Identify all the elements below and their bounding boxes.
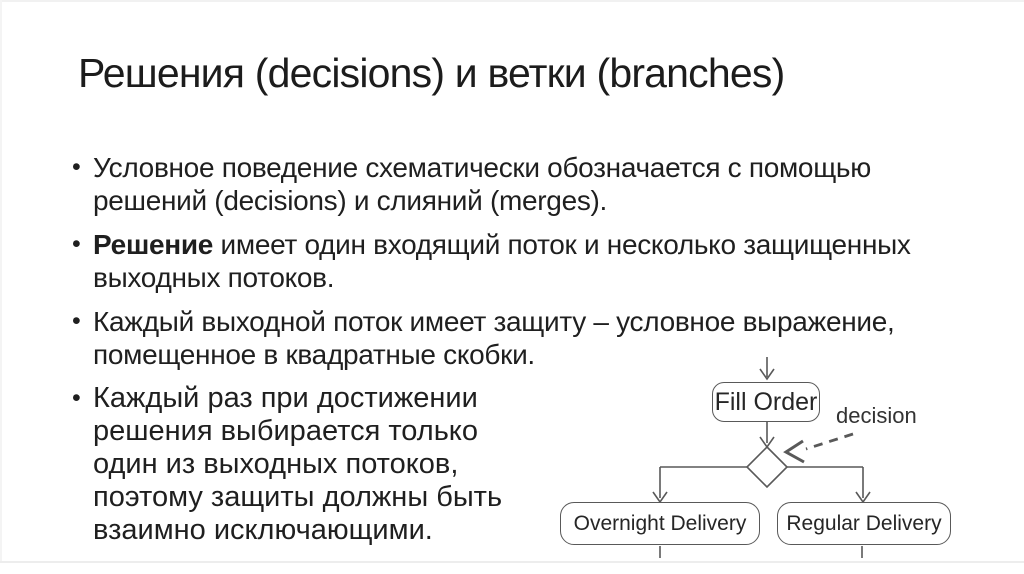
bullet-text: Условное поведение схематически обознача… <box>93 151 871 217</box>
bullet-marker: • <box>72 384 81 412</box>
bullet-line: Условное поведение схематически обознача… <box>93 152 871 183</box>
annotation-arrow <box>783 432 854 464</box>
bullet-line: решений (decisions) и слияний (merges). <box>93 185 608 216</box>
bullet-line: Решение имеет один входящий поток и неск… <box>93 228 911 261</box>
bullet-text: Решение имеет один входящий поток и неск… <box>93 228 911 294</box>
bullet-line: решения выбирается только <box>93 415 478 447</box>
annotation-arrowhead <box>783 439 805 464</box>
diagram-strokes <box>652 357 871 558</box>
bullet-list: • Условное поведение схематически обозна… <box>72 151 911 558</box>
bullet-line: поэтому защиты должны быть <box>93 481 503 513</box>
bullet-line: взаимно исключающими. <box>93 514 433 546</box>
node-fill-order: Fill Order <box>712 382 820 422</box>
bullet-bold-term: Решение <box>93 229 214 260</box>
node-label: Overnight Delivery <box>573 511 747 535</box>
node-overnight-delivery: Overnight Delivery <box>560 502 760 545</box>
bullet-text: Каждый раз при достижении решения выбира… <box>93 382 502 547</box>
bullet-line: один из выходных потоков, <box>93 448 459 480</box>
slide-left-edge <box>0 0 2 562</box>
bullet-text: Каждый выходной поток имеет защиту – усл… <box>93 305 895 371</box>
bullet-item-4: • Каждый раз при достижении решения выби… <box>72 382 911 547</box>
bullet-line: Каждый выходной поток имеет защиту – усл… <box>93 306 895 337</box>
bullet-marker: • <box>72 153 81 181</box>
bullet-line: помещенное в квадратные скобки. <box>93 339 535 370</box>
decision-annotation-label: decision <box>836 403 917 428</box>
bullet-marker: • <box>72 230 81 258</box>
slide-bottom-edge <box>0 561 1024 563</box>
node-label: Regular Delivery <box>786 511 942 535</box>
bullet-item-1: • Условное поведение схематически обозна… <box>72 151 911 217</box>
bullet-line-rest: имеет один входящий поток и несколько за… <box>213 229 911 260</box>
slide-top-edge <box>0 0 1024 2</box>
decision-diamond <box>745 445 789 489</box>
bullet-line: Каждый раз при достижении <box>93 382 478 414</box>
arrowhead-into-fill-order <box>759 368 775 381</box>
bullet-marker: • <box>72 307 81 335</box>
slide-title: Решения (decisions) и ветки (branches) <box>78 50 785 96</box>
node-regular-delivery: Regular Delivery <box>777 502 951 545</box>
bullet-item-2: • Решение имеет один входящий поток и не… <box>72 228 911 294</box>
node-label: Fill Order <box>714 387 818 416</box>
annotation-dashed-line <box>805 432 854 451</box>
uml-activity-diagram <box>652 357 871 558</box>
bullet-item-3: • Каждый выходной поток имеет защиту – у… <box>72 305 911 371</box>
bullet-line: выходных потоков. <box>93 262 335 293</box>
